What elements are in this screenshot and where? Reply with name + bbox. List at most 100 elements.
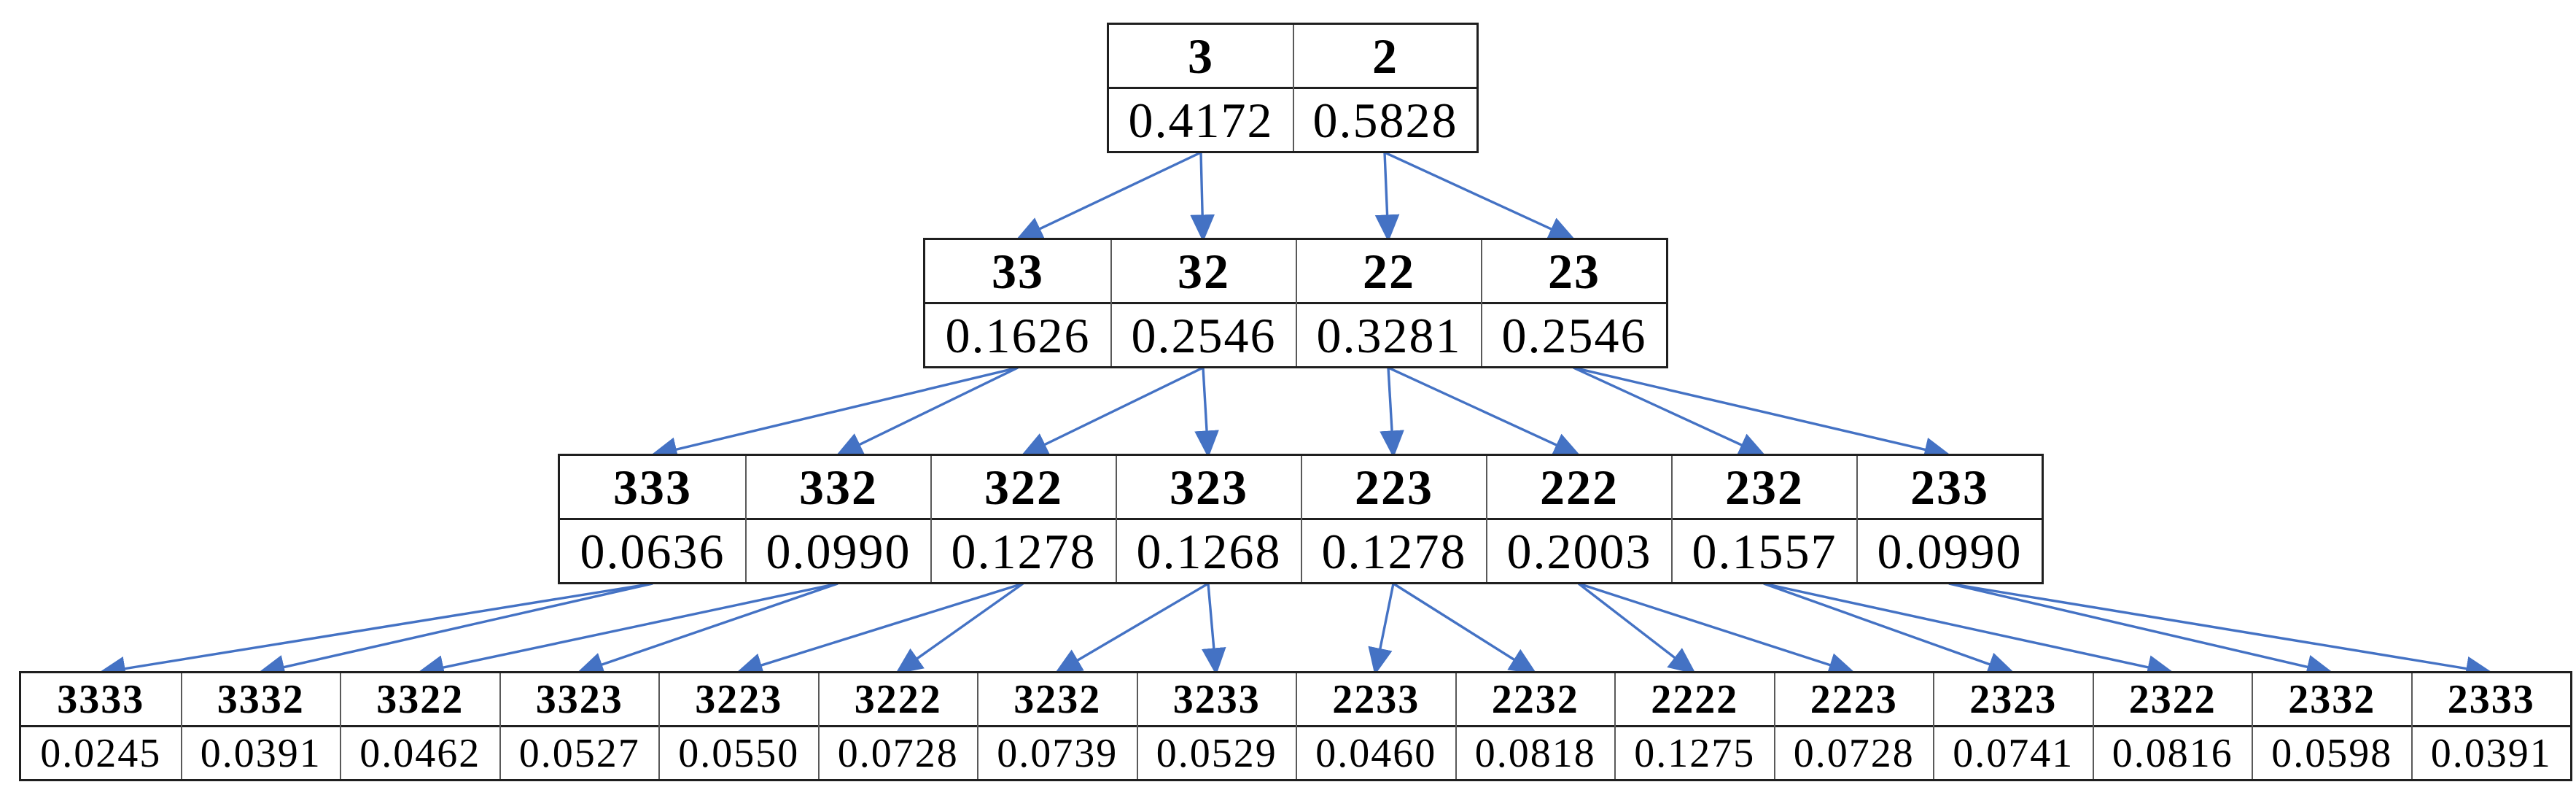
node-prob-value: 0.0990 xyxy=(766,523,911,579)
node-seq-label: 33 xyxy=(925,240,1110,304)
node-seq-label: 3333 xyxy=(21,673,181,727)
node-prob-value: 0.1278 xyxy=(1321,523,1467,579)
node-seq-label: 2232 xyxy=(1456,673,1614,727)
edge-2-to-22 xyxy=(1374,152,1400,242)
node-prob-value: 0.2546 xyxy=(1131,307,1277,363)
edge-322-to-3222 xyxy=(895,582,1024,675)
node-seq-label: 3222 xyxy=(819,673,977,727)
node-prob-value: 0.0460 xyxy=(1315,730,1437,776)
node-prob-value: 0.2003 xyxy=(1506,523,1652,579)
edge-232-to-2323 xyxy=(1763,582,2015,676)
node-prob-value: 0.1275 xyxy=(1634,730,1756,776)
node-seq-label: 3 xyxy=(1109,25,1293,89)
edge-233-to-2332 xyxy=(1948,582,2334,679)
node-prob-value: 0.1278 xyxy=(951,523,1097,579)
node-prob-value: 0.0816 xyxy=(2112,730,2233,776)
node-prob-value: 0.0391 xyxy=(2430,730,2552,776)
edge-23-to-232 xyxy=(1573,366,1767,457)
node-seq-label: 333 xyxy=(560,456,745,520)
node-prob-value: 0.0728 xyxy=(1793,730,1915,776)
node-prob-value: 0.0739 xyxy=(997,730,1118,776)
node-seq-label: 3332 xyxy=(182,673,340,727)
edge-222-to-2223 xyxy=(1578,582,1856,677)
edge-223-to-2233 xyxy=(1368,583,1395,675)
node-prob-value: 0.0990 xyxy=(1877,523,2023,579)
node-seq-label: 3322 xyxy=(341,673,499,727)
node-seq-label: 322 xyxy=(932,456,1116,520)
node-seq-label: 222 xyxy=(1487,456,1671,520)
edge-3-to-32 xyxy=(1190,152,1215,242)
edge-332-to-3322 xyxy=(416,582,838,680)
node-seq-label: 3223 xyxy=(660,673,818,727)
edge-322-to-3223 xyxy=(735,582,1024,678)
node-seq-label: 2323 xyxy=(1934,673,2093,727)
node-prob-value: 0.0391 xyxy=(200,730,322,776)
node-seq-label: 2222 xyxy=(1616,673,1774,727)
node-prob-value: 0.0245 xyxy=(40,730,162,776)
node-prob-value: 0.1268 xyxy=(1136,523,1282,579)
node-seq-label: 23 xyxy=(1482,240,1666,304)
node-seq-label: 232 xyxy=(1673,456,1856,520)
node-prob-value: 0.0728 xyxy=(837,730,959,776)
node-seq-label: 223 xyxy=(1302,456,1486,520)
edge-3-to-33 xyxy=(1015,151,1202,241)
node-prob-value: 0.3281 xyxy=(1316,307,1462,363)
node-seq-label: 2 xyxy=(1294,25,1476,89)
node-prob-value: 0.0818 xyxy=(1474,730,1596,776)
edge-333-to-3333 xyxy=(98,582,653,681)
edge-223-to-2232 xyxy=(1393,582,1537,674)
node-prob-value: 0.5828 xyxy=(1312,92,1458,148)
edge-233-to-2333 xyxy=(1948,582,2494,681)
node-prob-value: 0.0741 xyxy=(1953,730,2074,776)
node-seq-label: 2333 xyxy=(2412,673,2570,727)
node-prob-value: 0.0527 xyxy=(518,730,640,776)
edge-33-to-332 xyxy=(835,366,1019,457)
node-prob-value: 0.0529 xyxy=(1156,730,1277,776)
node-prob-value: 0.0636 xyxy=(580,523,725,579)
node-seq-label: 3232 xyxy=(978,673,1137,727)
edge-33-to-333 xyxy=(650,366,1019,462)
edge-2-to-23 xyxy=(1384,151,1576,241)
node-seq-label: 3323 xyxy=(500,673,658,727)
edge-332-to-3323 xyxy=(576,582,838,676)
node-seq-label: 332 xyxy=(747,456,930,520)
edge-323-to-3233 xyxy=(1202,583,1226,675)
node-seq-label: 2223 xyxy=(1775,673,1933,727)
edge-23-to-233 xyxy=(1573,366,1952,462)
node-prob-value: 0.0550 xyxy=(678,730,800,776)
node-seq-label: 32 xyxy=(1112,240,1296,304)
node-prob-value: 0.2546 xyxy=(1501,307,1647,363)
edge-333-to-3332 xyxy=(257,582,653,679)
edge-22-to-222 xyxy=(1388,366,1581,457)
edge-323-to-3232 xyxy=(1054,582,1209,674)
node-seq-label: 3233 xyxy=(1137,673,1296,727)
node-prob-value: 0.0462 xyxy=(359,730,481,776)
node-seq-label: 2332 xyxy=(2253,673,2411,727)
